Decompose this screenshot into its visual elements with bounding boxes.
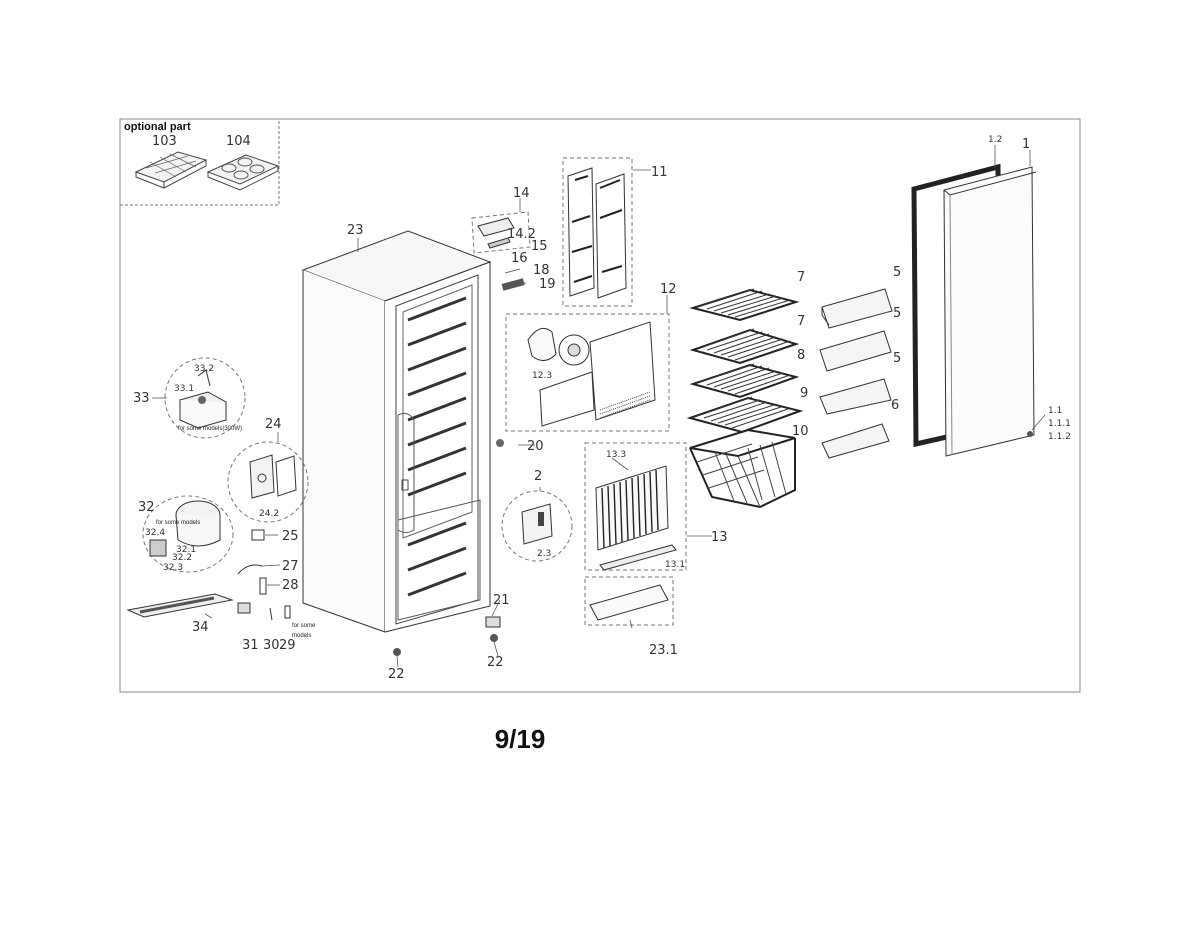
label-32-3: 32.3 [163, 563, 183, 573]
diagram-frame [119, 118, 1081, 693]
label-32-4: 32.4 [145, 528, 165, 538]
label-34: 34 [192, 620, 209, 635]
cabinet-inner-ribs [407, 296, 467, 597]
wire-shelf-9 [686, 396, 804, 434]
label-104: 104 [226, 134, 251, 149]
label-22-b: 22 [487, 655, 504, 670]
label-14-2: 14.2 [507, 227, 536, 242]
label-7-a: 7 [797, 270, 805, 285]
control-board-2 [501, 490, 573, 562]
part-25 [251, 529, 265, 541]
label-1-1-2: 1.1.2 [1048, 432, 1071, 442]
label-1-1: 1.1 [1048, 406, 1062, 416]
door-bin-5-b [819, 330, 892, 372]
label-7-b: 7 [797, 314, 805, 329]
drain-tray-23-1 [584, 576, 674, 626]
ice-tray-104 [206, 154, 280, 191]
foot-22-b [490, 634, 498, 642]
label-13-3: 13.3 [606, 450, 626, 460]
label-11: 11 [651, 165, 668, 180]
door-1 [943, 166, 1037, 457]
wire-shelf-8 [689, 363, 800, 399]
label-1-2: 1.2 [988, 135, 1002, 145]
part-29 [284, 605, 291, 619]
label-32-2: 32.2 [172, 553, 192, 563]
label-28: 28 [282, 578, 299, 593]
part-21 [485, 616, 501, 628]
freezer-basket-10 [689, 428, 796, 509]
foot-22-a [393, 648, 401, 656]
evaporator-13 [584, 442, 687, 571]
door-bin-5-a [821, 288, 893, 329]
leader-lines [152, 145, 1046, 668]
label-1: 1 [1022, 137, 1030, 152]
label-19: 19 [539, 277, 556, 292]
note-for-some-models-33: for some models(300W) [178, 426, 242, 432]
vent-19 [501, 278, 525, 291]
label-15: 15 [531, 239, 548, 254]
base-plate-34 [126, 593, 234, 618]
label-103: 103 [152, 134, 177, 149]
fan-motor-33 [164, 357, 246, 439]
label-13-1: 13.1 [665, 560, 685, 570]
label-5-c: 5 [893, 351, 901, 366]
label-22-a: 22 [388, 667, 405, 682]
label-14: 14 [513, 186, 530, 201]
fan-assembly-12 [505, 313, 670, 432]
page-number: 9/19 [494, 724, 546, 754]
label-21: 21 [493, 593, 510, 608]
cabinet-23 [301, 230, 492, 633]
label-24-2: 24.2 [259, 509, 279, 519]
label-16: 16 [511, 251, 528, 266]
label-9: 9 [800, 386, 808, 401]
label-33: 33 [133, 391, 150, 406]
label-8: 8 [797, 348, 805, 363]
label-12-3: 12.3 [532, 371, 552, 381]
label-2: 2 [534, 469, 542, 484]
label-25: 25 [282, 529, 299, 544]
label-1-1-1: 1.1.1 [1048, 419, 1071, 429]
note-for-some-models-29-b: models [292, 633, 311, 639]
control-box-14 [471, 211, 531, 254]
label-33-1: 33.1 [174, 384, 194, 394]
label-5-b: 5 [893, 306, 901, 321]
label-13: 13 [711, 530, 728, 545]
compressor-32 [142, 495, 234, 573]
note-for-some-models-32: for some models [156, 520, 200, 526]
part-27 [237, 564, 263, 575]
label-10: 10 [792, 424, 809, 439]
module-24 [227, 441, 309, 523]
label-32: 32 [138, 500, 155, 515]
label-23-1: 23.1 [649, 643, 678, 658]
door-bin-6 [821, 423, 890, 459]
optional-part-box: optional part 103 104 [120, 119, 280, 206]
label-23: 23 [347, 223, 364, 238]
part-1-1 [1027, 431, 1033, 437]
wire-shelf-7-b [689, 328, 800, 365]
label-6: 6 [891, 398, 899, 413]
ice-tray-103 [134, 151, 208, 189]
label-12: 12 [660, 282, 677, 297]
part-30 [269, 607, 273, 621]
label-20: 20 [527, 439, 544, 454]
panel-group-11 [562, 157, 633, 307]
part-20 [496, 439, 504, 447]
part-31 [237, 602, 251, 614]
label-31: 31 [242, 638, 259, 653]
label-2-3: 2.3 [537, 549, 551, 559]
label-5-a: 5 [893, 265, 901, 280]
note-for-some-models-29-a: for some [292, 623, 316, 629]
optional-part-title: optional part [124, 121, 191, 133]
label-32-1: 32.1 [176, 545, 196, 555]
wire-shelf-7-a [689, 288, 800, 322]
part-28 [259, 577, 267, 595]
door-bin-5-c [819, 378, 892, 415]
label-18: 18 [533, 263, 550, 278]
label-33-2: 33.2 [194, 364, 214, 374]
label-30: 30 [263, 638, 280, 653]
label-24: 24 [265, 417, 282, 432]
label-27: 27 [282, 559, 299, 574]
label-29: 29 [279, 638, 296, 653]
